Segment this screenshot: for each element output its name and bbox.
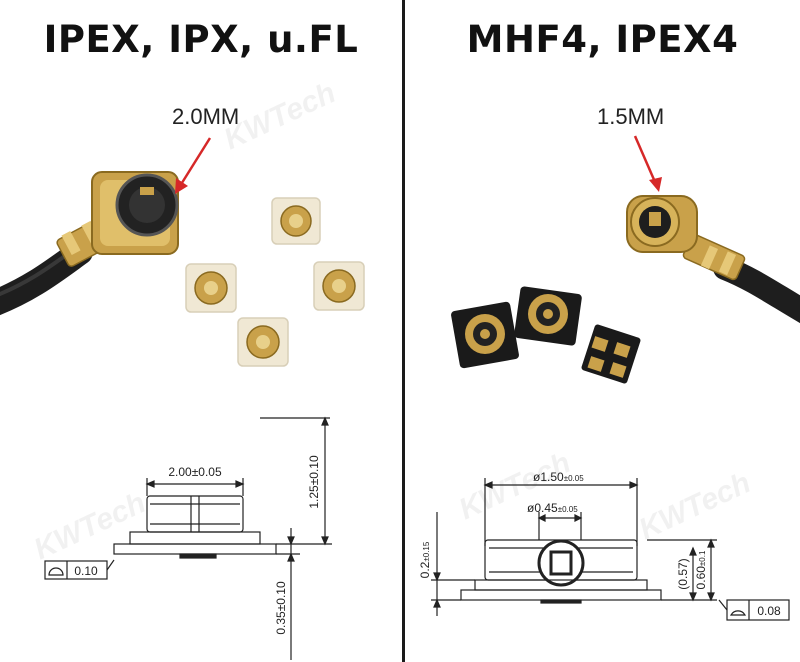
left-socket-bottom bbox=[237, 317, 289, 367]
right-connector-head bbox=[626, 195, 698, 253]
right-socket-middle bbox=[514, 286, 582, 346]
right-connector-crimp bbox=[682, 233, 746, 281]
left-callout-arrow bbox=[175, 137, 212, 194]
left-illustration: KWTech KWTech bbox=[0, 76, 365, 660]
left-height-dim: 1.25±0.10 bbox=[307, 455, 321, 509]
right-left-height: 0.2±0.15 bbox=[418, 541, 432, 578]
right-callout-arrow bbox=[633, 135, 662, 192]
panel-divider bbox=[402, 0, 405, 662]
left-base-dim: 0.35±0.10 bbox=[274, 581, 288, 635]
right-outer-dia: ø1.50±0.05 bbox=[533, 470, 584, 484]
right-title: MHF4, IPEX4 bbox=[466, 18, 739, 61]
svg-text:KWTech: KWTech bbox=[634, 466, 756, 546]
left-socket-mid-left bbox=[185, 263, 237, 313]
left-socket-top bbox=[271, 197, 321, 245]
left-socket-mid-right bbox=[313, 261, 365, 311]
left-size-callout: 2.0MM bbox=[172, 104, 240, 129]
left-title: IPEX, IPX, u.FL bbox=[43, 18, 359, 61]
right-socket-right bbox=[581, 324, 641, 384]
right-flatness-value: 0.08 bbox=[757, 604, 781, 618]
left-connector-head bbox=[91, 171, 179, 255]
right-inner-dia: ø0.45±0.05 bbox=[527, 501, 578, 515]
right-socket-left bbox=[451, 301, 519, 369]
right-size-callout: 1.5MM bbox=[597, 104, 665, 129]
left-width-dim: 2.00±0.05 bbox=[168, 465, 222, 479]
right-ref-height: (0.57) bbox=[676, 558, 690, 589]
left-technical-drawing bbox=[44, 416, 332, 660]
right-technical-drawing bbox=[431, 478, 790, 621]
right-panel: MHF4, IPEX4 1.5MM KWTech KWTech bbox=[405, 0, 800, 662]
right-illustration: KWTech KWTech bbox=[418, 135, 800, 621]
right-total-height: 0.60±0.1 bbox=[694, 550, 708, 589]
svg-text:KWTech: KWTech bbox=[219, 76, 341, 156]
left-panel: IPEX, IPX, u.FL 2.0MM KWTech KWTech bbox=[0, 18, 365, 660]
left-flatness-value: 0.10 bbox=[74, 564, 98, 578]
